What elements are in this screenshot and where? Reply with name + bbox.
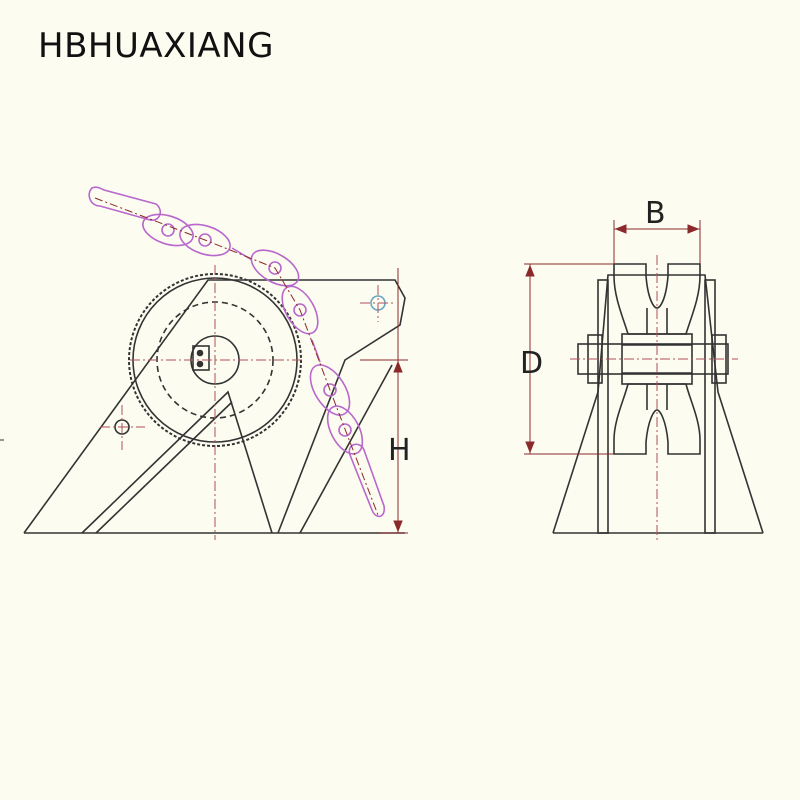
side-housing-outline bbox=[23, 279, 406, 534]
brand-logo-text: HBHUAXIANG bbox=[38, 26, 274, 66]
chain bbox=[88, 186, 386, 518]
chain-link-4 bbox=[250, 249, 300, 287]
h-dimension-label: H bbox=[388, 433, 411, 468]
side-inner-brace bbox=[81, 390, 273, 534]
side-center-lines bbox=[100, 265, 396, 540]
chain-link-2 bbox=[142, 213, 194, 247]
front-housing-outline bbox=[552, 274, 764, 534]
b-dimension bbox=[613, 220, 701, 264]
chain-link-6 bbox=[309, 364, 351, 416]
h-dimension bbox=[360, 268, 408, 534]
side-shaft-key bbox=[192, 345, 210, 371]
front-cheek-right bbox=[704, 279, 716, 534]
front-view bbox=[552, 263, 764, 534]
front-center-lines bbox=[570, 255, 738, 540]
d-dimension-label: D bbox=[520, 346, 543, 381]
chain-link-3 bbox=[179, 223, 231, 257]
chain-center-line bbox=[94, 197, 379, 516]
b-dimension-label: B bbox=[645, 196, 666, 231]
chain-link-5 bbox=[281, 285, 319, 335]
chain-link-7 bbox=[326, 405, 364, 455]
front-sheave-top bbox=[613, 263, 701, 335]
chain-link-8 bbox=[348, 443, 386, 518]
front-sheave-bottom bbox=[613, 383, 701, 455]
front-cheek-left bbox=[597, 279, 609, 534]
d-dimension bbox=[524, 263, 614, 455]
